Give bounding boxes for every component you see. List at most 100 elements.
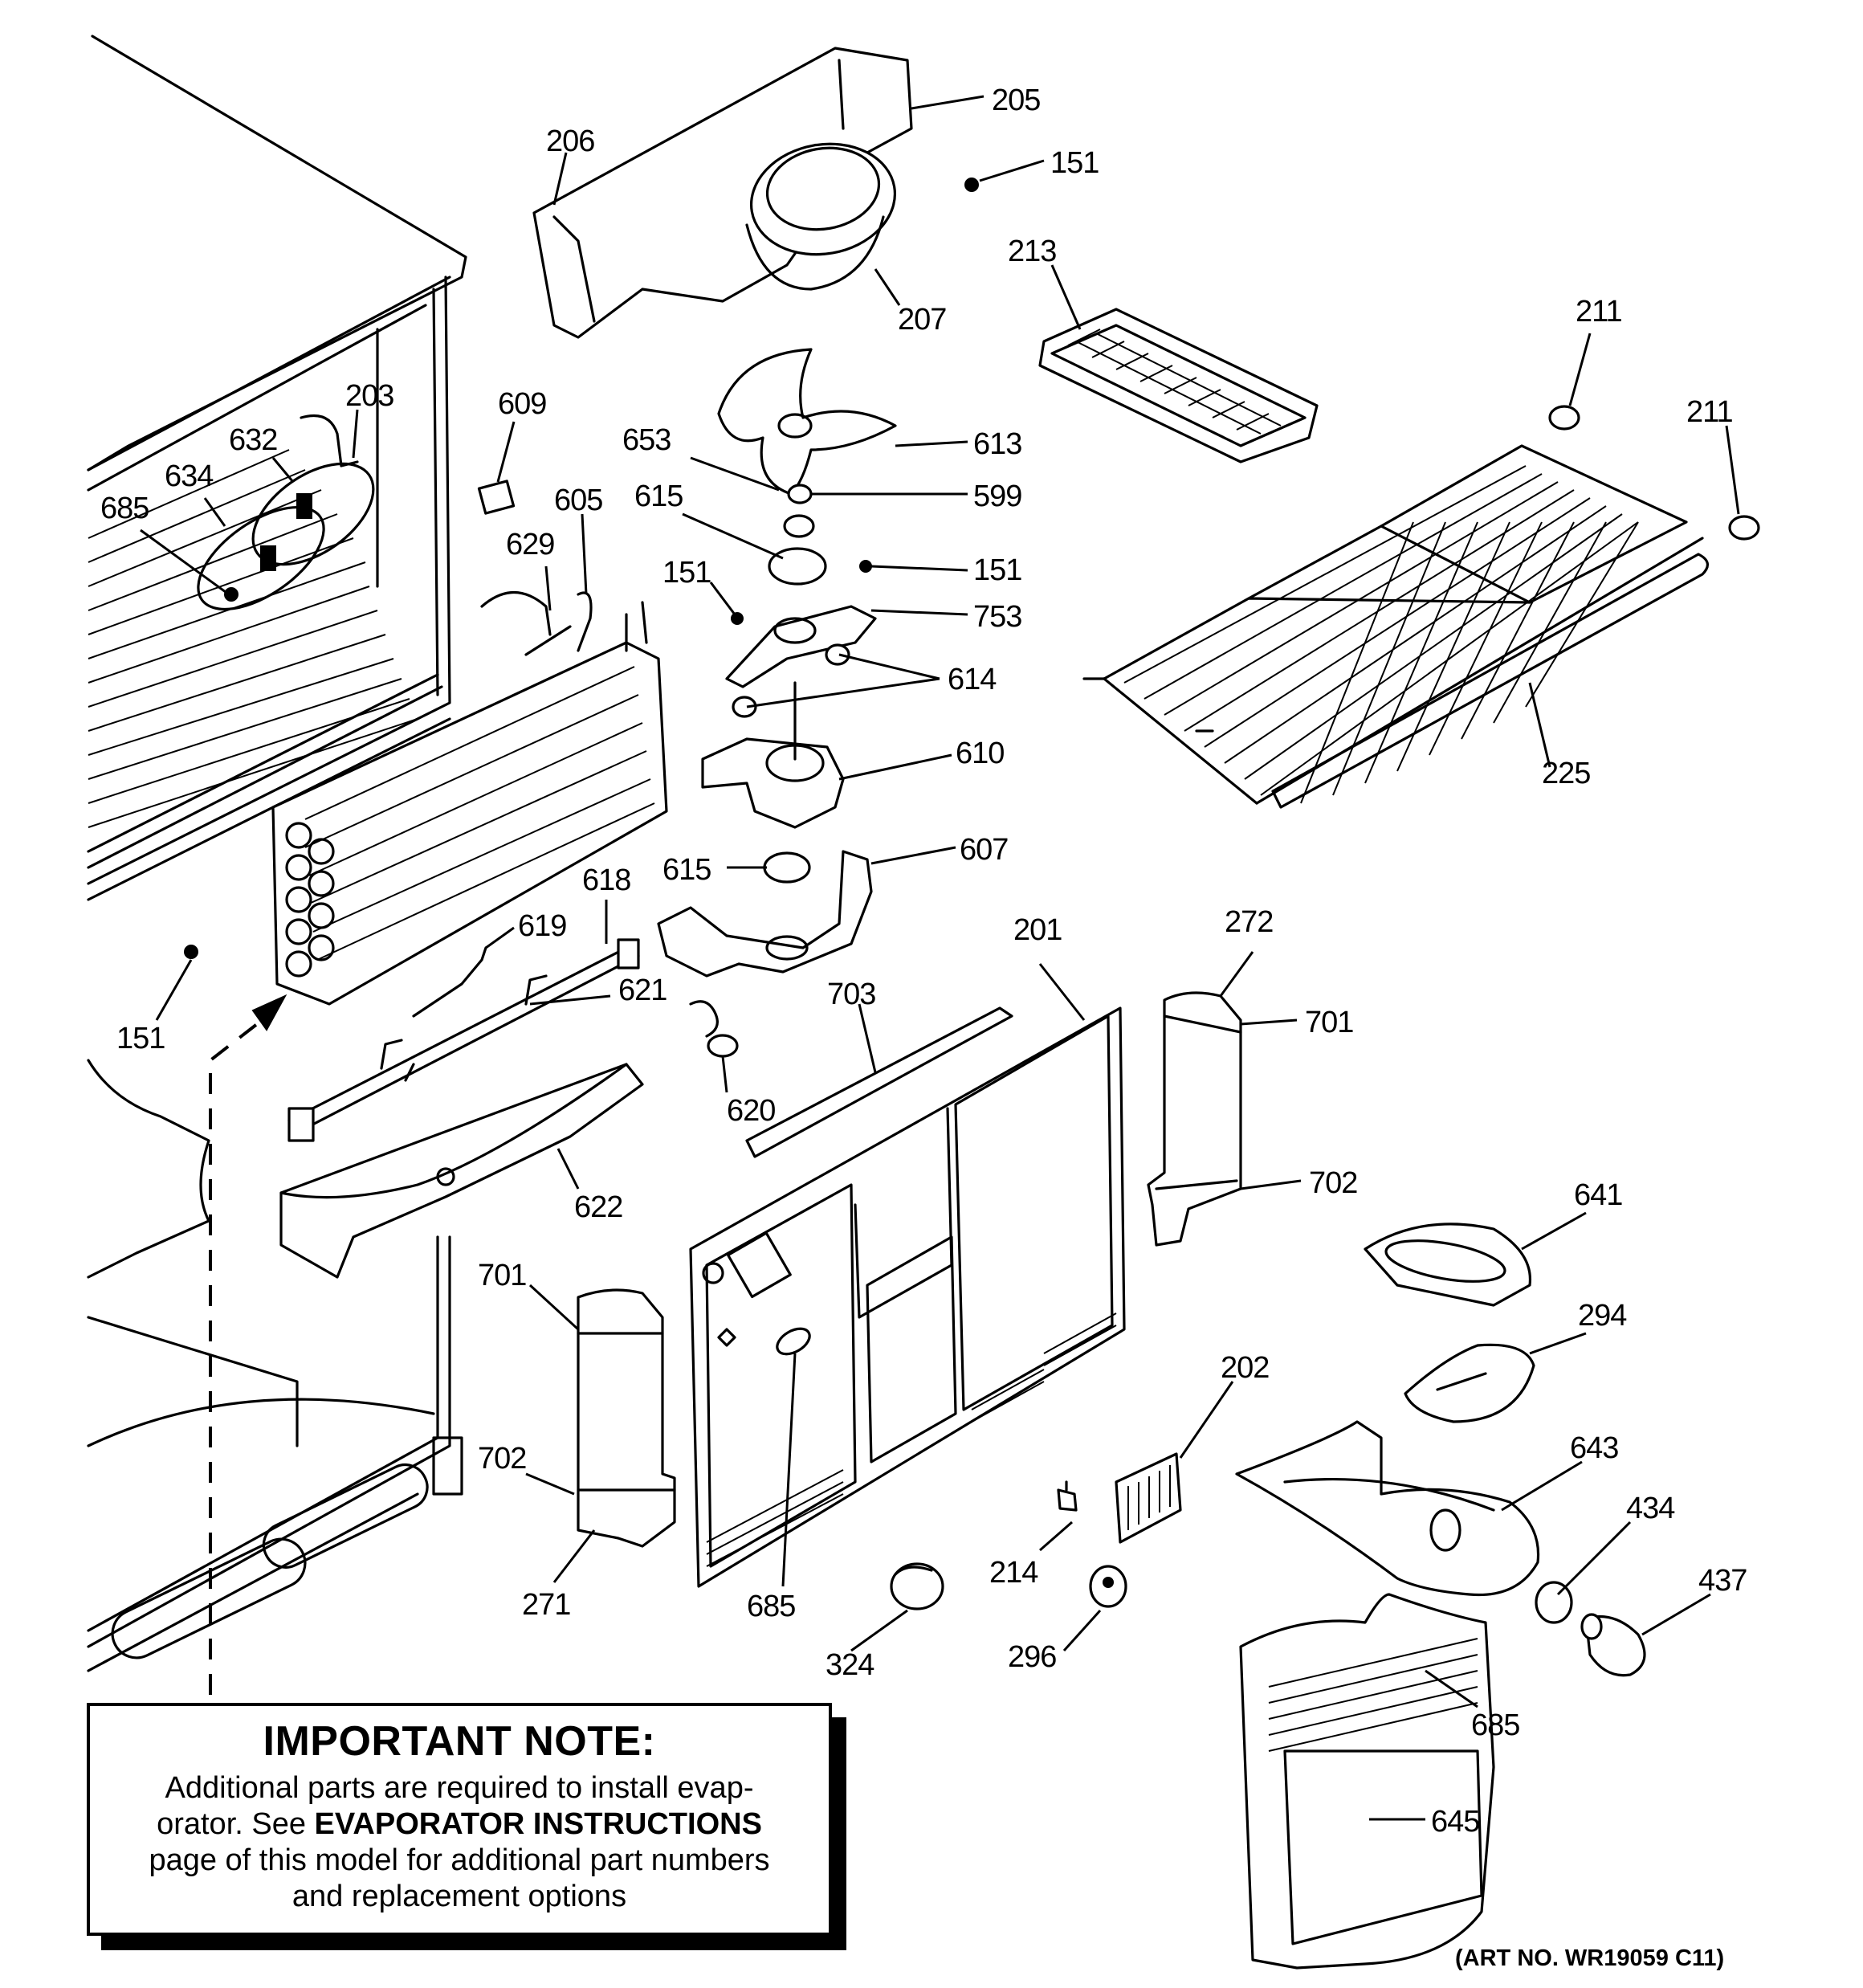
screw-151-top xyxy=(964,178,979,192)
callout-151d: 151 xyxy=(116,1022,165,1055)
callout-205: 205 xyxy=(992,84,1040,117)
callout-643: 643 xyxy=(1570,1431,1618,1465)
evaporator-cover xyxy=(689,1006,1126,1588)
socket-434 xyxy=(1535,1581,1573,1624)
callout-620: 620 xyxy=(727,1094,775,1128)
callout-434: 434 xyxy=(1626,1492,1675,1525)
callout-702: 702 xyxy=(1309,1166,1357,1200)
callout-296: 296 xyxy=(1008,1640,1056,1674)
callout-634: 634 xyxy=(165,459,214,493)
callout-653: 653 xyxy=(622,423,671,457)
important-note-box: IMPORTANT NOTE: Additional parts are req… xyxy=(87,1703,832,1936)
callout-271: 271 xyxy=(522,1588,570,1622)
note-line-2-text: orator. See xyxy=(157,1807,315,1841)
callout-437: 437 xyxy=(1698,1564,1747,1598)
callout-294: 294 xyxy=(1578,1299,1627,1333)
callout-213: 213 xyxy=(1008,235,1056,268)
fan-motor xyxy=(701,681,845,829)
light-housings xyxy=(197,462,375,611)
callout-621: 621 xyxy=(618,974,667,1007)
screw-151-left xyxy=(184,945,198,959)
part-214 xyxy=(1057,1480,1078,1512)
evaporator-coil xyxy=(271,601,668,1006)
callout-202: 202 xyxy=(1221,1351,1269,1385)
callout-225: 225 xyxy=(1542,757,1590,790)
tube-203 xyxy=(300,414,359,467)
note-line-1: Additional parts are required to install… xyxy=(165,1771,754,1805)
note-title: IMPORTANT NOTE: xyxy=(263,1718,656,1765)
callout-615b: 615 xyxy=(662,853,711,887)
callout-619: 619 xyxy=(518,909,566,943)
callout-645: 645 xyxy=(1431,1805,1479,1839)
install-direction-arrow xyxy=(209,994,287,1695)
air-duct-right xyxy=(1147,991,1242,1247)
ice-tray-213 xyxy=(1038,308,1319,463)
note-line-2: orator. See EVAPORATOR INSTRUCTIONS xyxy=(90,1806,829,1843)
callout-702b: 702 xyxy=(478,1442,526,1476)
note-line-4: and replacement options xyxy=(291,1880,627,1913)
callout-206: 206 xyxy=(546,125,594,158)
part-324 xyxy=(890,1562,944,1610)
callout-272: 272 xyxy=(1225,905,1273,939)
callout-324: 324 xyxy=(826,1648,874,1682)
part-294 xyxy=(1404,1343,1535,1423)
heater-tubes xyxy=(480,590,593,656)
callout-599: 599 xyxy=(973,480,1021,513)
icemaker-housing xyxy=(532,47,913,339)
callout-610: 610 xyxy=(956,737,1004,770)
callout-685b: 685 xyxy=(747,1590,795,1623)
fan-bracket-parts xyxy=(725,484,877,718)
callout-622: 622 xyxy=(574,1190,622,1224)
callout-203: 203 xyxy=(345,379,393,413)
callout-151b: 151 xyxy=(662,556,711,590)
shelf-pegs-211 xyxy=(1548,405,1760,541)
switch-609 xyxy=(477,480,516,515)
cover-645 xyxy=(1239,1593,1495,1970)
air-duct-left xyxy=(577,1288,676,1548)
callout-753: 753 xyxy=(973,600,1021,634)
part-620 xyxy=(689,1000,739,1058)
note-body: Additional parts are required to install… xyxy=(90,1770,829,1915)
callout-615: 615 xyxy=(634,480,683,513)
wire-shelf-225 xyxy=(1082,444,1709,809)
callout-685: 685 xyxy=(100,492,149,525)
leader-lines xyxy=(140,95,1740,1821)
callout-685c: 685 xyxy=(1471,1708,1519,1742)
callout-211: 211 xyxy=(1576,295,1622,329)
fan-blade xyxy=(717,348,897,496)
callout-207: 207 xyxy=(898,303,946,337)
bulb-437 xyxy=(1580,1613,1646,1677)
refrigerator-cabinet xyxy=(87,35,467,1672)
callout-211b: 211 xyxy=(1686,395,1733,429)
callout-201: 201 xyxy=(1013,913,1062,947)
note-line-3: page of this model for additional part n… xyxy=(149,1843,770,1877)
callout-151c: 151 xyxy=(973,553,1021,587)
callout-641: 641 xyxy=(1574,1178,1622,1212)
callout-151: 151 xyxy=(1050,146,1099,180)
callout-607: 607 xyxy=(960,833,1008,867)
part-296 xyxy=(1089,1565,1127,1608)
callout-701: 701 xyxy=(1305,1006,1353,1039)
callout-703: 703 xyxy=(827,978,875,1011)
callout-701b: 701 xyxy=(478,1259,526,1292)
callout-609: 609 xyxy=(498,387,546,421)
callout-613: 613 xyxy=(973,427,1021,461)
drain-trough xyxy=(279,1063,644,1279)
callout-618: 618 xyxy=(582,863,630,897)
part-641 xyxy=(1364,1223,1532,1307)
motor-bracket xyxy=(657,850,873,978)
strip-703 xyxy=(745,1006,1013,1158)
callout-labels: 205 151 206 207 213 211 211 203 609 632 … xyxy=(100,84,1747,1839)
light-shield-643 xyxy=(1235,1420,1540,1597)
callout-629: 629 xyxy=(506,528,554,561)
callout-614: 614 xyxy=(948,663,997,696)
callout-605: 605 xyxy=(554,484,602,517)
art-number: (ART NO. WR19059 C11) xyxy=(1455,1945,1725,1971)
screw-685-left xyxy=(224,587,238,602)
callout-632: 632 xyxy=(229,423,277,457)
grille-202 xyxy=(1115,1452,1182,1544)
callout-214: 214 xyxy=(989,1556,1038,1590)
defrost-heater xyxy=(287,938,640,1142)
note-link-evaporator-instructions: EVAPORATOR INSTRUCTIONS xyxy=(314,1807,762,1841)
